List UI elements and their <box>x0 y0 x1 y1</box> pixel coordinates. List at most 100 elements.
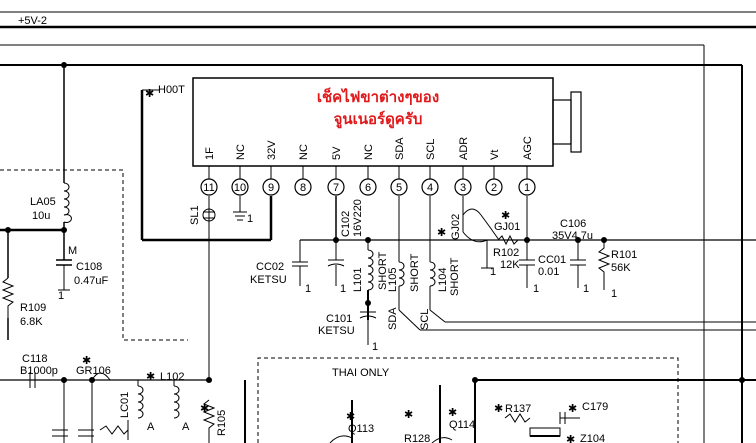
r105-label: R105 <box>216 410 228 436</box>
gr106-label: GR106 <box>76 365 111 377</box>
c101-gnd: 1 <box>372 341 378 353</box>
pin-num-4: 4 <box>427 182 433 194</box>
l102-star: ✱ <box>146 371 155 383</box>
r137-star: ✱ <box>494 403 503 415</box>
q113-star: ✱ <box>346 411 355 423</box>
cc01-value: 0.01 <box>538 266 559 278</box>
q114-star: ✱ <box>448 407 457 419</box>
cc01-gnd: 1 <box>533 283 539 295</box>
tuner-pin-9 <box>262 178 280 196</box>
r101-label: R101 <box>611 249 637 261</box>
tuner-pin-11 <box>200 178 218 196</box>
gr106-star: ✱ <box>82 355 91 367</box>
c179-label: C179 <box>582 401 608 413</box>
pin-name-11: 1F <box>204 147 216 160</box>
sda-label: SDA <box>387 307 399 330</box>
c106-value: 35V4.7u <box>552 230 593 242</box>
r102-value: 12K <box>500 259 520 271</box>
cc02-label: CC02 <box>256 261 284 273</box>
tuner-note-line1: เช็คไฟขาต่างๆของ <box>317 87 439 106</box>
pin-name-7: 5V <box>331 146 343 160</box>
c108-m: M <box>68 245 77 257</box>
c101-label: C101 <box>326 313 352 325</box>
la05-label: LA05 <box>30 196 56 208</box>
cc01-label: CC01 <box>538 254 566 266</box>
gj02-star: ✱ <box>437 227 446 239</box>
pin-name-5: SDA <box>394 137 406 160</box>
c118-label: C118 <box>22 353 47 365</box>
tuner-pin-5 <box>390 178 408 196</box>
c108-label: C108 <box>76 261 102 273</box>
pin-name-1: AGC <box>522 136 534 160</box>
r109-label: R109 <box>20 302 46 314</box>
pin-num-7: 7 <box>333 182 339 194</box>
r102-label: R102 <box>493 247 519 259</box>
l102-a: A <box>182 421 190 433</box>
l101-label: L101 <box>352 268 364 292</box>
q114-label: Q114 <box>449 419 475 431</box>
gj02-label: GJ02 <box>450 214 462 240</box>
c118-value: B1000p <box>20 365 58 377</box>
r128-star: ✱ <box>404 409 413 421</box>
pin-num-8: 8 <box>300 182 306 194</box>
pin-num-11: 11 <box>203 182 214 194</box>
r101-value: 56K <box>611 262 631 274</box>
r101-gnd: 1 <box>611 288 617 300</box>
cc02-gnd: 1 <box>305 283 311 295</box>
l104-label: L104 <box>437 268 449 292</box>
c102-value: 16V220 <box>352 199 364 237</box>
c101-value: KETSU <box>318 325 355 337</box>
gj-gnd: 1 <box>490 266 496 278</box>
c106-gnd: 1 <box>583 283 589 295</box>
pin-num-10: 10 <box>234 182 246 194</box>
scl-label: SCL <box>419 309 431 330</box>
l105-label: L105 <box>387 268 399 292</box>
tuner-pin-10 <box>231 178 249 196</box>
q113-label: Q113 <box>348 423 374 435</box>
c179-star: ✱ <box>568 403 577 415</box>
tuner-pin-2 <box>485 178 503 196</box>
pin-num-3: 3 <box>460 182 466 194</box>
pin-name-6: NC <box>363 144 375 160</box>
r105-star: ✱ <box>200 403 209 415</box>
pin-num-5: 5 <box>396 182 402 194</box>
r109-value: 6.8K <box>20 316 43 328</box>
pin-num-9: 9 <box>268 182 274 194</box>
gj01-star: ✱ <box>501 210 510 222</box>
r128-label: R128 <box>404 433 430 443</box>
c102-gnd: 1 <box>340 283 346 295</box>
l104-short: SHORT <box>449 257 461 296</box>
gj01-label: GJ01 <box>494 221 520 233</box>
pin-num-6: 6 <box>365 182 371 194</box>
c108-gnd: 1 <box>58 290 64 302</box>
thai-only-label: THAI ONLY <box>332 367 390 379</box>
l105-short: SHORT <box>409 253 421 292</box>
pin-name-3: ADR <box>458 137 470 160</box>
pin-name-4: SCL <box>425 139 437 160</box>
tuner-pin-1 <box>518 178 536 196</box>
l101-short: SHORT <box>377 251 389 290</box>
pin-name-8: NC <box>298 144 310 160</box>
l102-label: L102 <box>160 371 184 383</box>
pin-name-2: Vt <box>489 150 501 160</box>
c108-value: 0.47uF <box>74 275 109 287</box>
pin10-gnd: 1 <box>247 213 253 225</box>
tuner-pin-6 <box>359 178 377 196</box>
c102-label: C102 <box>340 211 352 237</box>
hoot-star: ✱ <box>145 88 154 100</box>
tuner-note-line2: จูนเนอร์ดูครับ <box>334 110 423 129</box>
c106-label: C106 <box>560 218 586 230</box>
tuner-pin-4 <box>421 178 439 196</box>
pin-num-2: 2 <box>491 182 497 194</box>
hoot-label: H00T <box>158 84 185 96</box>
pin-name-9: 32V <box>266 140 278 160</box>
lc01-a: A <box>147 421 155 433</box>
z104-star: ✱ <box>566 434 575 443</box>
r137-label: R137 <box>505 403 531 415</box>
pin-name-10: NC <box>235 144 247 160</box>
tuner-pin-8 <box>294 178 312 196</box>
lc01-label: LC01 <box>119 392 131 418</box>
la05-value: 10u <box>32 210 50 222</box>
